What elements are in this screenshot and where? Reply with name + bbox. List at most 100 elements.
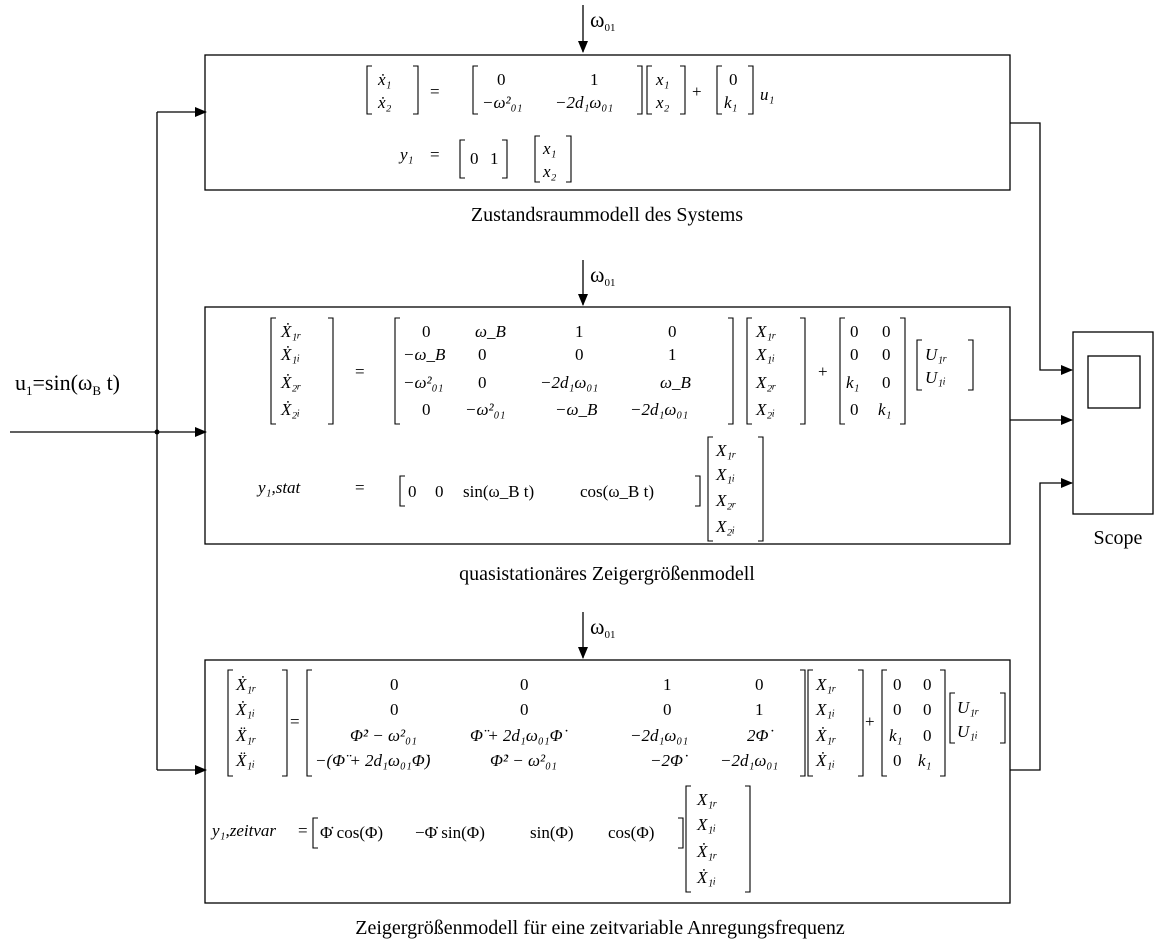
branch-point [154, 429, 160, 435]
scope-label: Scope [1094, 527, 1143, 549]
svg-text:k₁: k₁ [889, 726, 902, 745]
omega-input-1: ω01 [578, 5, 615, 53]
svg-text:=: = [355, 362, 365, 381]
svg-text:k₁: k₁ [878, 400, 891, 419]
svg-text:ω_B: ω_B [660, 373, 692, 392]
svg-text:Ẍ₁ᵣ: Ẍ₁ᵣ [235, 726, 256, 745]
svg-text:U₁ᵣ: U₁ᵣ [925, 345, 947, 364]
svg-text:1: 1 [668, 345, 677, 364]
svg-text:0: 0 [850, 400, 859, 419]
omega-input-3: ω01 [578, 612, 615, 659]
svg-text:sin(ω_B t): sin(ω_B t) [463, 482, 534, 501]
svg-text:0: 0 [882, 322, 891, 341]
svg-text:ω01: ω01 [590, 262, 615, 289]
output-equation: y₁ = 0 1 x₁ x₂ [398, 135, 572, 183]
svg-text:−ω_B: −ω_B [403, 345, 446, 364]
svg-text:Ẋ₁ᵢ: Ẋ₁ᵢ [696, 868, 716, 887]
svg-text:k₁: k₁ [724, 93, 737, 112]
svg-text:−ω²₀₁: −ω²₀₁ [482, 93, 522, 112]
svg-text:Ẋ₂ᵢ: Ẋ₂ᵢ [280, 400, 300, 419]
svg-text:cos(Φ): cos(Φ) [608, 823, 654, 842]
svg-text:y₁,zeitvar: y₁,zeitvar [210, 821, 276, 840]
svg-text:−Φ̇ sin(Φ): −Φ̇ sin(Φ) [415, 823, 485, 842]
svg-text:1: 1 [575, 322, 584, 341]
svg-text:=: = [430, 82, 440, 101]
svg-text:0: 0 [390, 675, 399, 694]
output-wiring [1010, 122, 1073, 771]
input-signal-label: u1=sin(ωB t) [15, 370, 120, 398]
svg-text:0: 0 [850, 322, 859, 341]
state-equation: ẋ₁ ẋ₂ = 0 1 −ω²₀₁ −2d₁ω₀₁ x₁ x₂ + 0 k₁ u… [366, 65, 774, 115]
svg-text:=: = [298, 821, 308, 840]
svg-text:x₁: x₁ [542, 139, 556, 158]
svg-text:0: 0 [478, 345, 487, 364]
svg-text:X₁ᵢ: X₁ᵢ [815, 700, 835, 719]
svg-text:0: 0 [893, 700, 902, 719]
svg-text:Ẍ₁ᵢ: Ẍ₁ᵢ [235, 751, 255, 770]
svg-text:U₁ᵢ: U₁ᵢ [925, 368, 946, 387]
svg-text:0: 0 [893, 751, 902, 770]
input-wiring [10, 107, 207, 775]
svg-text:Φ̇ cos(Φ): Φ̇ cos(Φ) [320, 823, 383, 842]
svg-text:X₁ᵣ: X₁ᵣ [715, 441, 736, 460]
svg-text:x₂: x₂ [542, 162, 557, 181]
svg-text:Φ̇² − ω²₀₁: Φ̇² − ω²₀₁ [490, 751, 557, 770]
svg-text:ω01: ω01 [590, 614, 615, 641]
svg-text:Φ̇² − ω²₀₁: Φ̇² − ω²₀₁ [350, 726, 417, 745]
svg-text:−2d₁ω₀₁: −2d₁ω₀₁ [630, 726, 688, 745]
svg-text:X₂ᵢ: X₂ᵢ [715, 517, 735, 536]
svg-text:1: 1 [590, 70, 599, 89]
svg-text:Ẋ₁ᵢ: Ẋ₁ᵢ [280, 345, 300, 364]
svg-text:0: 0 [520, 700, 529, 719]
quasistationary-block: Ẋ₁ᵣ Ẋ₁ᵢ Ẋ₂ᵣ Ẋ₂ᵢ = 0 ω_B 1 0 −ω_B 0 0 1 −… [204, 306, 1011, 545]
svg-text:k₁: k₁ [846, 373, 859, 392]
svg-text:0: 0 [422, 322, 431, 341]
svg-text:0: 0 [497, 70, 506, 89]
svg-text:u₁: u₁ [760, 85, 774, 104]
svg-text:x₁: x₁ [655, 70, 669, 89]
scope-screen-icon [1087, 355, 1141, 409]
svg-text:=: = [290, 712, 300, 731]
svg-text:0: 0 [882, 345, 891, 364]
svg-text:X₂ᵢ: X₂ᵢ [755, 400, 775, 419]
svg-text:0: 0 [435, 482, 444, 501]
svg-text:0: 0 [520, 675, 529, 694]
svg-text:−ω_B: −ω_B [555, 400, 598, 419]
svg-text:x₂: x₂ [655, 93, 670, 112]
svg-text:=: = [355, 478, 365, 497]
svg-text:0: 0 [478, 373, 487, 392]
svg-text:Ẋ₁ᵢ: Ẋ₁ᵢ [815, 751, 835, 770]
svg-text:−(Φ̈ + 2d₁ω₀₁Φ̇): −(Φ̈ + 2d₁ω₀₁Φ̇) [315, 751, 431, 770]
svg-text:−2Φ̇: −2Φ̇ [650, 751, 688, 770]
quasi-output-equation: y₁,stat = 0 0 sin(ω_B t) cos(ω_B t) X₁ᵣ … [256, 436, 764, 542]
svg-text:−2d₁ω₀₁: −2d₁ω₀₁ [630, 400, 688, 419]
svg-text:+: + [818, 362, 828, 381]
svg-text:0: 0 [850, 345, 859, 364]
svg-text:−2d₁ω₀₁: −2d₁ω₀₁ [555, 93, 613, 112]
svg-text:0: 0 [575, 345, 584, 364]
svg-text:Ẋ₁ᵣ: Ẋ₁ᵣ [280, 322, 301, 341]
svg-text:ω_B: ω_B [475, 322, 507, 341]
svg-text:X₁ᵣ: X₁ᵣ [815, 675, 836, 694]
svg-text:1: 1 [755, 700, 764, 719]
svg-text:sin(Φ): sin(Φ) [530, 823, 574, 842]
caption-time-variant: Zeigergrößenmodell für eine zeitvariable… [355, 917, 845, 939]
svg-text:ẋ₁: ẋ₁ [377, 70, 391, 89]
scope-block[interactable] [1072, 331, 1154, 515]
svg-text:ẋ₂: ẋ₂ [377, 93, 392, 112]
svg-text:−ω²₀₁: −ω²₀₁ [465, 400, 505, 419]
state-space-block: ẋ₁ ẋ₂ = 0 1 −ω²₀₁ −2d₁ω₀₁ x₁ x₂ + 0 k₁ u… [204, 54, 1011, 191]
svg-text:k₁: k₁ [918, 751, 931, 770]
timevar-state-equation: Ẋ₁ᵣ Ẋ₁ᵢ Ẍ₁ᵣ Ẍ₁ᵢ = 0 0 1 0 0 0 0 1 Φ̇² − … [227, 669, 1006, 777]
svg-text:Ẋ₂ᵣ: Ẋ₂ᵣ [280, 373, 301, 392]
svg-text:Ẋ₁ᵢ: Ẋ₁ᵢ [235, 700, 255, 719]
svg-text:U₁ᵣ: U₁ᵣ [957, 698, 979, 717]
svg-text:0: 0 [923, 675, 932, 694]
svg-text:Ẋ₁ᵣ: Ẋ₁ᵣ [235, 675, 256, 694]
svg-text:−2d₁ω₀₁: −2d₁ω₀₁ [540, 373, 598, 392]
svg-text:+: + [692, 82, 702, 101]
svg-text:X₁ᵢ: X₁ᵢ [696, 815, 716, 834]
svg-text:cos(ω_B t): cos(ω_B t) [580, 482, 654, 501]
svg-text:X₁ᵢ: X₁ᵢ [755, 345, 775, 364]
